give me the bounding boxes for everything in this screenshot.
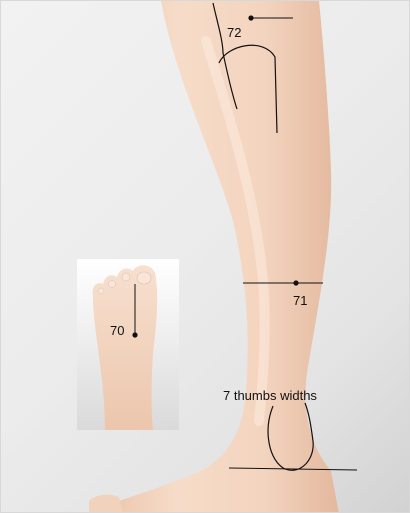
big-toe xyxy=(89,495,123,513)
label-measurement: 7 thumbs widths xyxy=(223,388,317,403)
label-point-70: 70 xyxy=(110,323,124,338)
point-71-marker xyxy=(293,280,298,285)
point-70-marker xyxy=(132,332,137,337)
big-toenail xyxy=(137,272,151,284)
toenail-3 xyxy=(109,281,116,288)
label-point-72: 72 xyxy=(227,25,241,40)
foot-inset: 70 xyxy=(77,259,179,430)
point-72-marker xyxy=(248,15,253,20)
label-point-71: 71 xyxy=(293,293,307,308)
toenail-4 xyxy=(98,288,104,294)
toenail-2 xyxy=(122,273,130,281)
